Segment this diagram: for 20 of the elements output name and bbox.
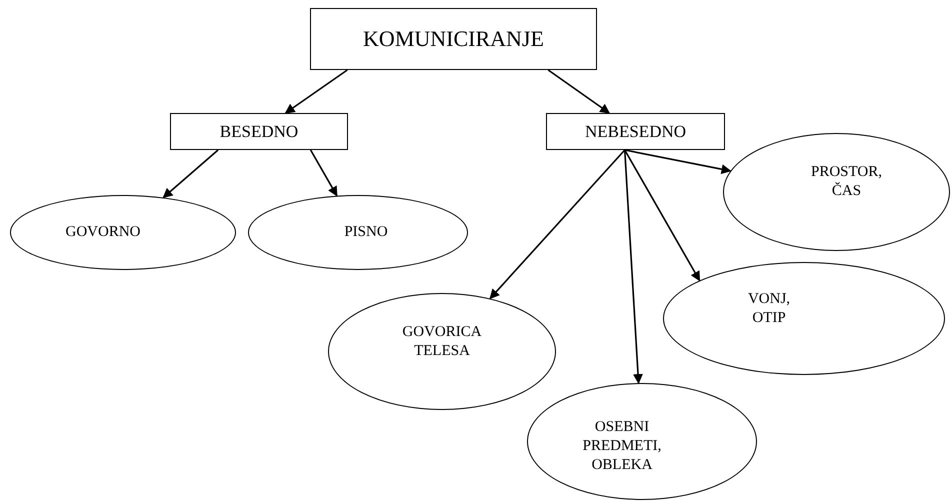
arrow xyxy=(310,150,338,197)
node-label: PISNO xyxy=(344,223,388,242)
arrow xyxy=(162,149,219,198)
arrow xyxy=(284,69,348,114)
node-label: VONJ, OTIP xyxy=(746,290,792,328)
node-label: GOVORNO xyxy=(66,223,140,242)
node-label: NEBESEDNO xyxy=(584,120,686,142)
box-node xyxy=(170,113,348,150)
arrow xyxy=(624,150,643,384)
node-label: PROSTOR, ČAS xyxy=(810,163,883,201)
arrow xyxy=(624,149,732,174)
arrow xyxy=(489,149,626,300)
arrow xyxy=(624,150,700,282)
node-label: OSEBNI PREDMETI, OBLEKA xyxy=(582,418,662,475)
node-label: KOMUNICIRANJE xyxy=(363,25,544,53)
arrow xyxy=(548,69,610,114)
box-node xyxy=(310,8,597,70)
node-label: GOVORICA TELESA xyxy=(401,322,483,360)
box-node xyxy=(546,113,725,150)
node-label: BESEDNO xyxy=(220,120,298,142)
